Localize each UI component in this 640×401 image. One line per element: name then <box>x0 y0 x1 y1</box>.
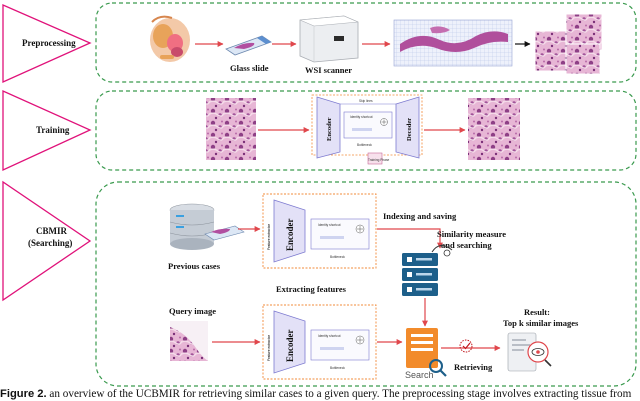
autoencoder: Encoder Decoder Identity shortcut Bottle… <box>311 94 423 165</box>
extracting-features-label: Extracting features <box>276 284 347 294</box>
similarity-label: Similarity measure <box>437 229 506 239</box>
stage-cbmir-sublabel: (Searching) <box>28 238 72 248</box>
training-decoder-label: Decoder <box>406 118 413 141</box>
training-phase-label: Training Phase <box>368 158 390 162</box>
wsi-scanner <box>299 15 359 63</box>
cbmir-panel <box>95 181 637 387</box>
training-skip-lines-label: Skip lines <box>359 99 373 103</box>
tissue-patches <box>534 13 603 75</box>
feature-extractor-bottom-label: Feature extractor <box>267 334 271 361</box>
indexing-saving-label: Indexing and saving <box>383 211 457 221</box>
query-image-label: Query image <box>169 306 216 316</box>
training-input-patch <box>206 98 256 160</box>
search-icon: Search <box>405 328 447 380</box>
search-label: Search <box>405 370 434 380</box>
training-panel <box>95 90 637 171</box>
stage-preprocessing-label: Preprocessing <box>22 38 76 48</box>
stage-cbmir: CBMIR (Searching) <box>2 180 92 302</box>
training-identity-shortcut: Identity shortcut <box>350 115 373 119</box>
stage-training: Training <box>2 89 92 172</box>
bottleneck-top-label: Bottleneck <box>330 255 345 259</box>
result-sublabel: Top k similar images <box>503 318 579 328</box>
retrieving-label: Retrieving <box>454 362 493 372</box>
stage-training-label: Training <box>36 125 70 135</box>
training-bottleneck-label: Bottleneck <box>357 143 372 147</box>
result-label: Result: <box>524 307 550 317</box>
training-output-patch <box>468 98 520 160</box>
feature-extractor-top: Feature extractor Encoder Identity short… <box>262 193 377 269</box>
figure-caption-text: an overview of the UCBMIR for retrieving… <box>46 388 632 400</box>
figure-caption: Figure 2. an overview of the UCBMIR for … <box>0 388 640 401</box>
feature-database-icon <box>402 245 453 296</box>
glass-slide-label: Glass slide <box>230 63 269 73</box>
identity-shortcut-top: Identity shortcut <box>318 223 341 227</box>
query-image <box>170 321 208 361</box>
similarity-sublabel: and searching <box>441 240 492 250</box>
feature-extractor-bottom: Feature extractor Encoder Identity short… <box>262 304 377 380</box>
anatomy-illustration <box>150 15 190 62</box>
previous-cases-label: Previous cases <box>168 261 221 271</box>
whole-slide-image <box>393 19 513 67</box>
encoder-bottom-label: Encoder <box>285 329 295 362</box>
arrow-extractor-to-db <box>377 228 443 249</box>
preprocessing-panel <box>95 2 637 83</box>
stage-preprocessing: Preprocessing <box>2 4 92 84</box>
encoder-top-label: Encoder <box>285 218 295 251</box>
stage-cbmir-label: CBMIR <box>36 226 67 236</box>
retrieving-icon <box>459 339 473 353</box>
wsi-scanner-label: WSI scanner <box>305 65 352 75</box>
figure-caption-label: Figure 2. <box>0 388 47 400</box>
feature-extractor-top-label: Feature extractor <box>267 223 271 250</box>
glass-slide <box>225 35 272 56</box>
database-icon <box>169 203 245 250</box>
identity-shortcut-bottom: Identity shortcut <box>318 334 341 338</box>
training-encoder-label: Encoder <box>326 117 333 141</box>
bottleneck-bottom-label: Bottleneck <box>330 366 345 370</box>
result-document-icon <box>507 332 552 372</box>
